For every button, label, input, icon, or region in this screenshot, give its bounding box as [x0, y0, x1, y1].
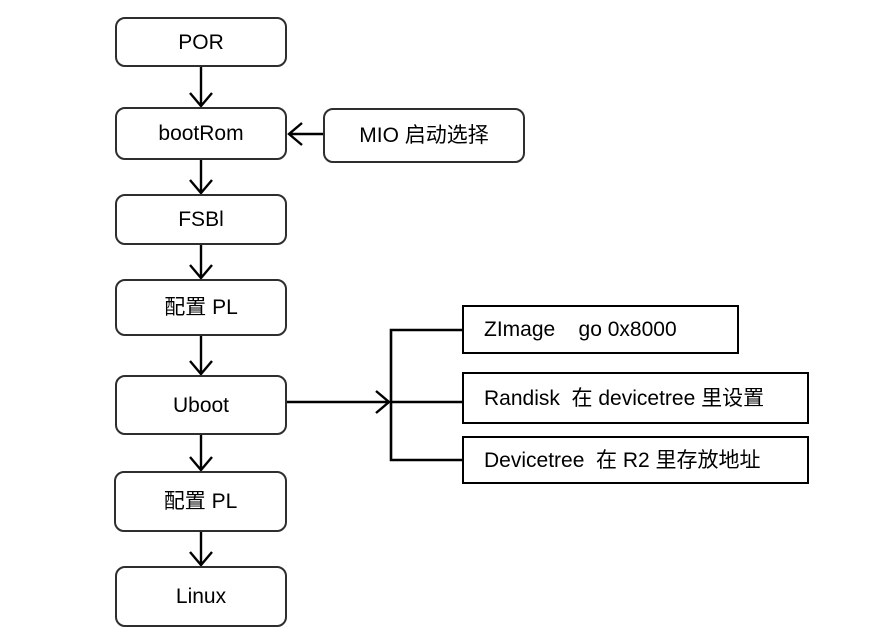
arrow-fsbl-to-pl1: [189, 244, 213, 280]
node-randisk-label: Randisk 在 devicetree 里设置: [484, 386, 765, 410]
node-pl-config-2-label: 配置 PL: [163, 490, 238, 513]
node-pl-config-1: 配置 PL: [115, 279, 287, 336]
node-uboot-label: Uboot: [172, 393, 230, 417]
node-devicetree: Devicetree 在 R2 里存放地址: [462, 436, 809, 484]
node-bootrom-label: bootRom: [158, 122, 244, 145]
node-fsbl: FSBl: [115, 194, 287, 245]
node-pl-config-1-label: 配置 PL: [164, 296, 238, 319]
node-fsbl-label: FSBl: [178, 208, 224, 231]
node-bootrom: bootRom: [115, 107, 287, 160]
arrow-por-to-bootrom: [189, 66, 213, 108]
node-devicetree-label: Devicetree 在 R2 里存放地址: [484, 448, 761, 472]
node-zimage: ZImage go 0x8000: [462, 305, 739, 354]
arrow-uboot-to-branch: [287, 390, 391, 414]
node-por-label: POR: [178, 30, 224, 54]
arrow-uboot-to-pl2: [189, 434, 213, 472]
node-mio-boot-select-label: MIO 启动选择: [359, 124, 489, 147]
node-linux: Linux: [115, 566, 287, 627]
arrow-bootrom-to-fsbl: [189, 159, 213, 195]
node-uboot: Uboot: [115, 375, 287, 435]
arrow-pl2-to-linux: [189, 531, 213, 567]
node-zimage-label: ZImage go 0x8000: [484, 318, 677, 341]
arrow-mio-to-bootrom: [287, 122, 323, 146]
node-randisk: Randisk 在 devicetree 里设置: [462, 372, 809, 424]
node-por: POR: [115, 17, 287, 67]
node-mio-boot-select: MIO 启动选择: [323, 108, 525, 163]
node-pl-config-2: 配置 PL: [114, 471, 287, 532]
node-linux-label: Linux: [175, 585, 227, 608]
branch-bracket: [389, 328, 462, 462]
arrow-pl1-to-uboot: [189, 335, 213, 376]
